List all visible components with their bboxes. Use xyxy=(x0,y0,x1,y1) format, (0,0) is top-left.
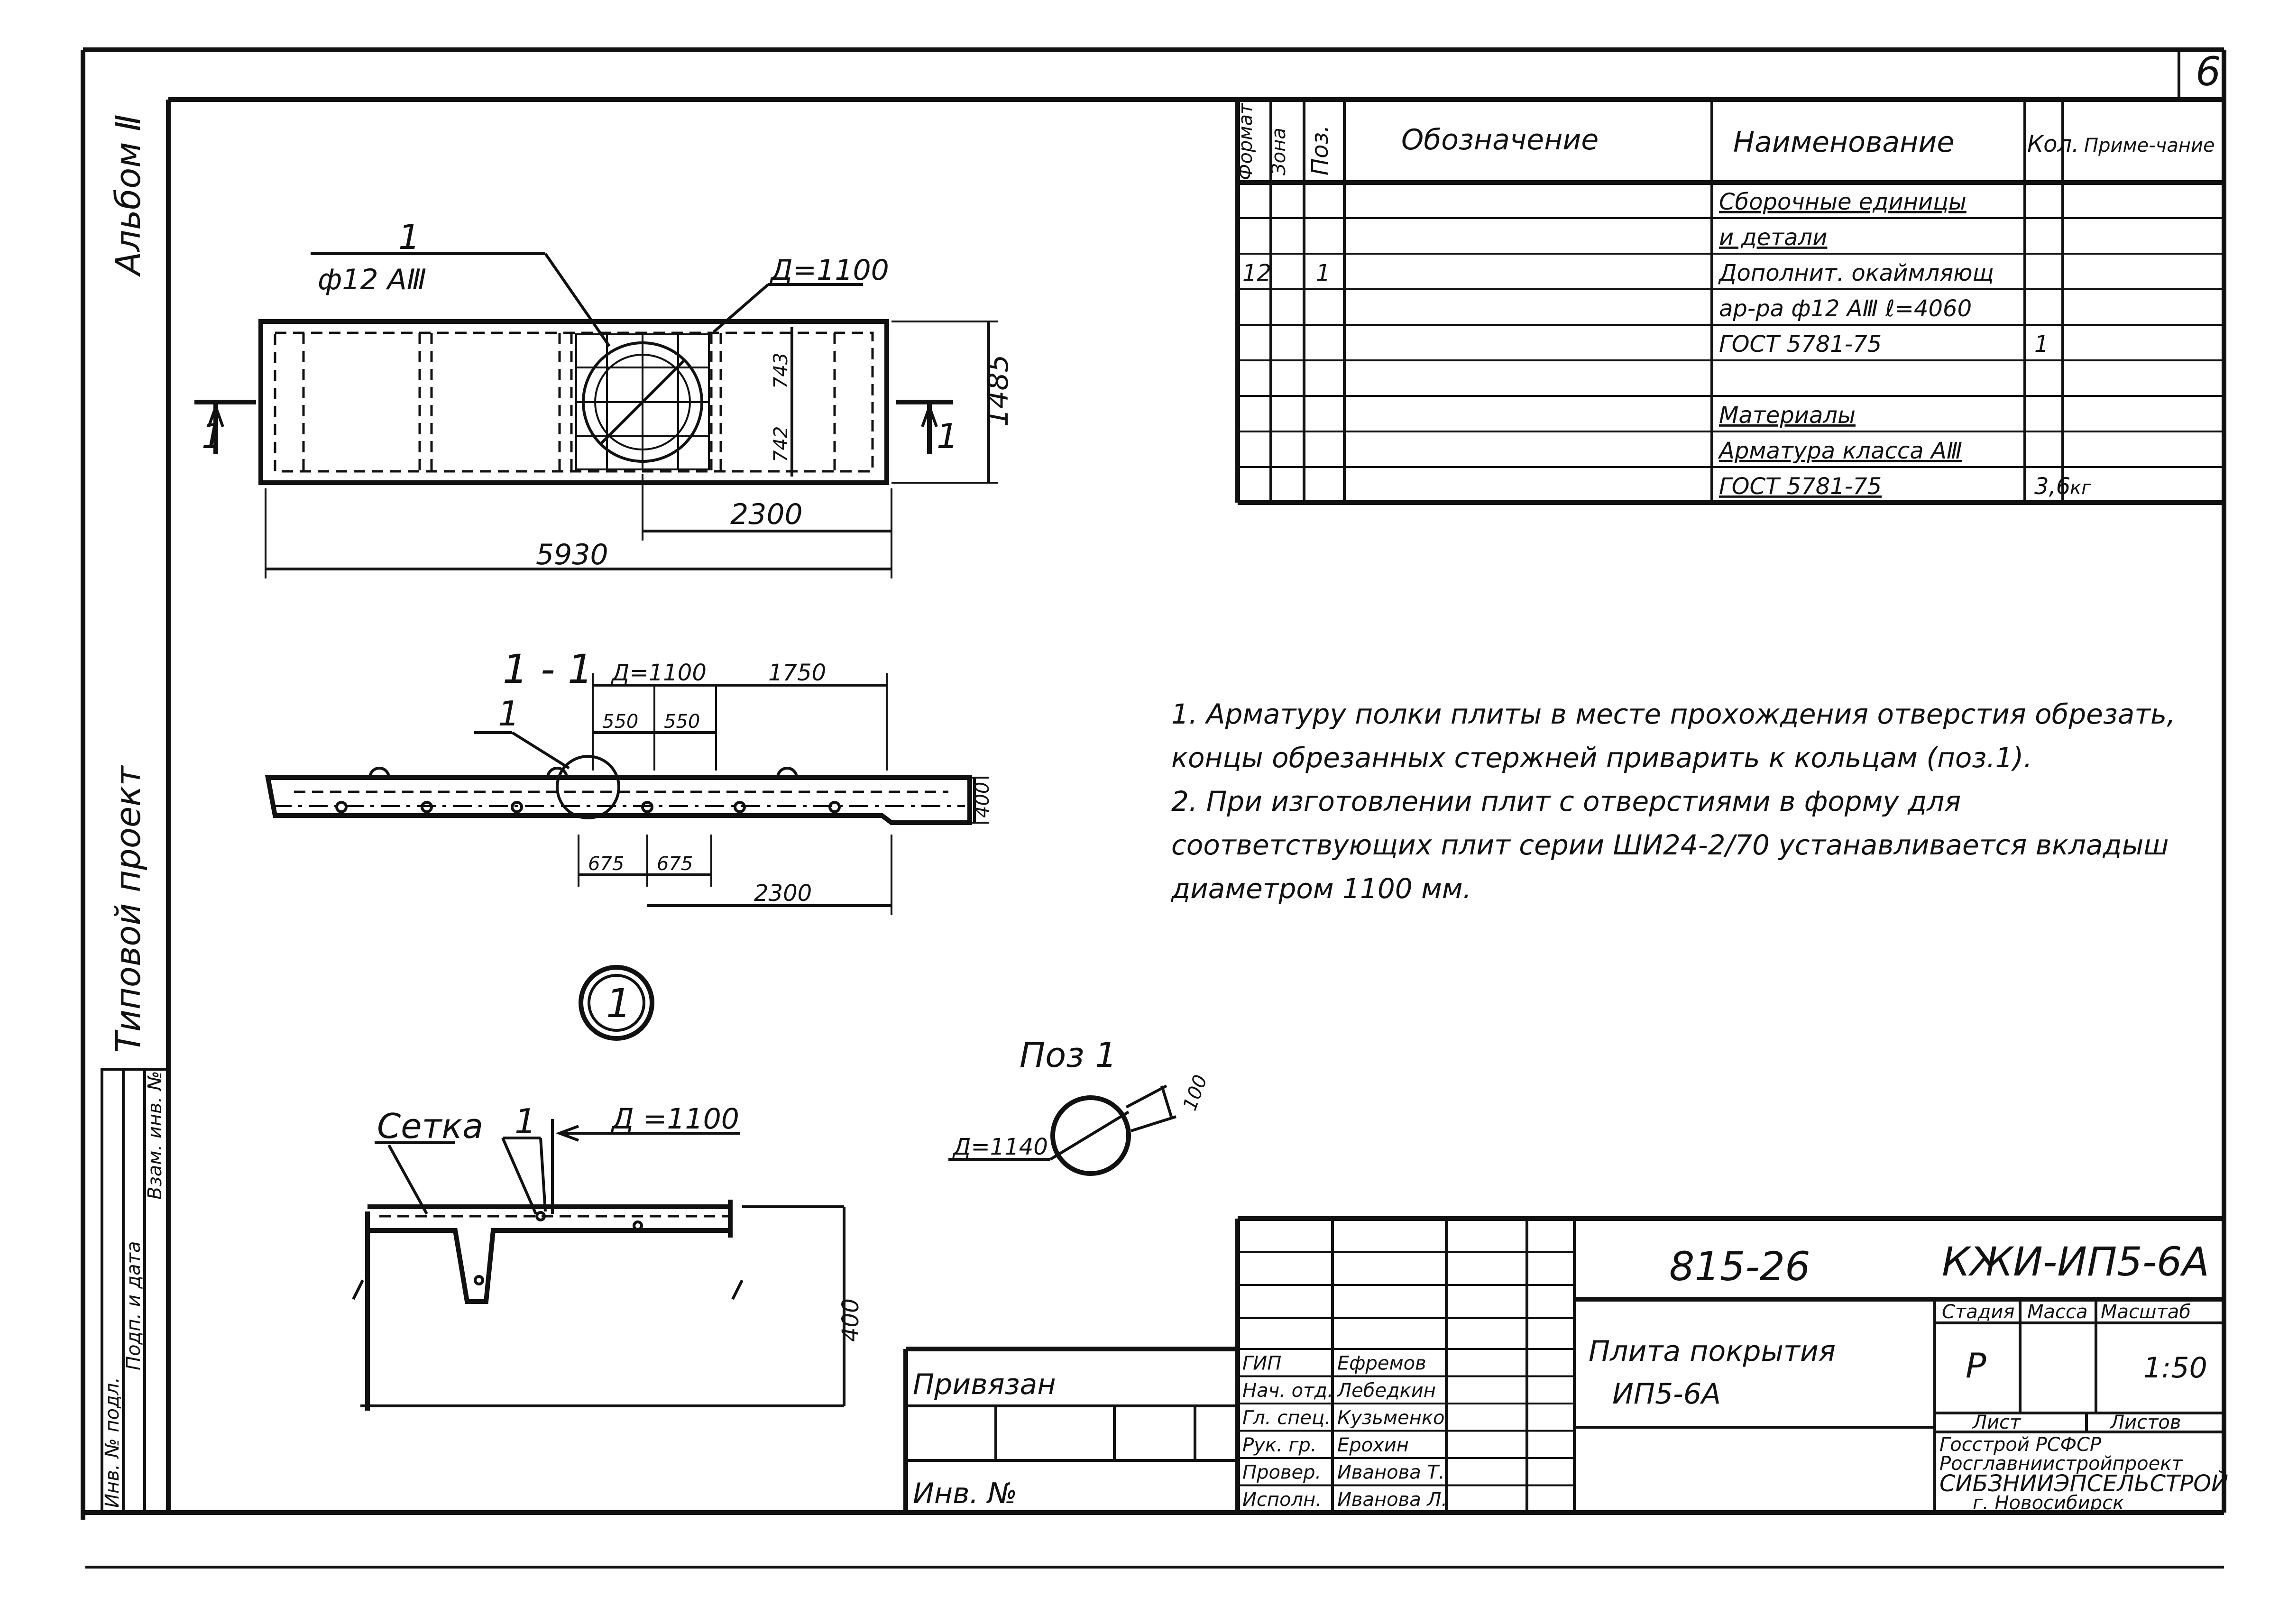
section-dim-right: 1750 xyxy=(768,660,826,686)
section-dim-hole: Д=1100 xyxy=(611,660,707,686)
node-detail xyxy=(352,1119,845,1411)
spec-cell-format: 12 xyxy=(1242,260,1271,286)
tb-org-line4: г. Новосибирск xyxy=(1973,1492,2124,1514)
sheet-number: 6 xyxy=(2196,48,2221,95)
dim-half-top: 743 xyxy=(770,353,792,389)
sign-name: Лебедкин xyxy=(1336,1380,1436,1402)
section-dim-b2: 675 xyxy=(657,853,693,875)
tb-sheet-header: Лист xyxy=(1972,1412,2022,1433)
note-2: 2. При изготовлении плит с отверстиями в… xyxy=(1171,785,2169,905)
margin-stamp: Инв. № подл. Подп. и дата Взам. инв. № xyxy=(101,1068,170,1514)
tb-code: КЖИ-ИП5-6А xyxy=(1942,1239,2209,1285)
note-1: 1. Арматуру полки плиты в месте прохожде… xyxy=(1171,698,2176,774)
spec-cell-name: ГОСТ 5781-75 xyxy=(1719,331,1882,358)
tb-name-line2: ИП5-6А xyxy=(1612,1377,1721,1411)
spec-cell-name: ар-ра ф12 АⅢ ℓ=4060 xyxy=(1719,295,1972,322)
section-title: 1 - 1 xyxy=(503,646,593,692)
section-pos-label: 1 xyxy=(498,694,520,734)
spec-table-text: Формат Зона Поз. Обозначение Наименовани… xyxy=(1235,102,2215,500)
dim-overall-length: 5930 xyxy=(536,538,608,571)
sign-role: ГИП xyxy=(1242,1353,1281,1375)
project-label: Типовой проект xyxy=(108,765,148,1053)
sign-name: Кузьменко xyxy=(1337,1407,1444,1429)
section-dim-l1: 550 xyxy=(602,711,638,733)
pos1-drawing xyxy=(948,1084,1176,1176)
spec-header-format: Формат xyxy=(1235,102,1257,180)
plan-view xyxy=(194,252,998,578)
spec-cell-name: Сборочные единицы xyxy=(1719,189,1967,215)
spec-cell-name: и детали xyxy=(1719,224,1827,251)
sign-role: Нач. отд. xyxy=(1242,1380,1333,1402)
sign-role: Провер. xyxy=(1242,1462,1321,1484)
tb-tied-label: Привязан xyxy=(913,1368,1056,1401)
tb-name-line1: Плита покрытия xyxy=(1589,1335,1836,1368)
tb-scale: 1:50 xyxy=(2143,1351,2207,1385)
album-label: Альбом Ⅱ xyxy=(108,114,148,277)
title-block xyxy=(903,1216,2224,1513)
margin-stamp-col-3: Взам. инв. № xyxy=(144,1071,166,1200)
sign-name: Иванова Т. xyxy=(1337,1462,1445,1484)
tb-org-line3: СИБЗНИИЭПСЕЛЬСТРОЙ xyxy=(1939,1470,2228,1497)
section-view xyxy=(265,673,989,915)
spec-header-pos: Поз. xyxy=(1307,125,1333,175)
spec-cell-qty: 1 xyxy=(2034,331,2049,358)
sign-name: Ерохин xyxy=(1337,1434,1409,1456)
dim-width: 1485 xyxy=(982,354,1015,427)
node-mark-label: 1 xyxy=(606,980,631,1027)
sign-name: Ефремов xyxy=(1337,1353,1426,1375)
node-mark xyxy=(579,965,654,1041)
spec-header-name: Наименование xyxy=(1733,126,1954,159)
spec-header-designation: Обозначение xyxy=(1401,123,1599,156)
section-mark-right: 1 xyxy=(937,416,958,456)
node-height: 400 xyxy=(837,1298,864,1342)
spec-cell-name: Дополнит. окаймляющ xyxy=(1718,260,1994,286)
tb-stage: Р xyxy=(1966,1346,1986,1385)
margin-stamp-col-2: Подп. и дата xyxy=(123,1241,145,1370)
spec-cell-name: Материалы xyxy=(1719,402,1856,429)
sign-role: Рук. гр. xyxy=(1242,1434,1317,1456)
spec-cell-note: кг xyxy=(2070,477,2092,499)
pos1-size: 100 xyxy=(1179,1072,1212,1113)
spec-header-qty: Кол. xyxy=(2027,131,2079,157)
pos1-diameter: Д=1140 xyxy=(952,1134,1048,1160)
section-dim-b1: 675 xyxy=(588,853,624,875)
tb-sheets-header: Листов xyxy=(2109,1412,2181,1433)
section-mark-left: 1 xyxy=(202,416,223,456)
sign-role: Гл. спец. xyxy=(1242,1407,1331,1429)
node-pos-label: 1 xyxy=(515,1101,536,1141)
sign-name: Иванова Л. xyxy=(1337,1489,1447,1511)
tb-org-line1: Госстрой РСФСР xyxy=(1939,1434,2102,1456)
tb-stage-header: Стадия xyxy=(1942,1301,2014,1323)
plan-rebar-label: ф12 АⅢ xyxy=(318,263,426,296)
plan-rebar-pos: 1 xyxy=(398,217,420,257)
spec-table xyxy=(1235,100,2226,505)
node-mesh-label: Сетка xyxy=(377,1106,483,1146)
section-dim-l2: 550 xyxy=(664,711,700,733)
tb-series: 815-26 xyxy=(1669,1243,1810,1290)
drawing-notes: 1. Арматуру полки плиты в месте прохожде… xyxy=(1171,692,2215,910)
margin-stamp-col-1: Инв. № подл. xyxy=(101,1377,123,1508)
tb-scale-header: Масштаб xyxy=(2101,1301,2191,1323)
section-dim-bottom: 2300 xyxy=(754,880,812,907)
spec-cell-pos: 1 xyxy=(1316,260,1331,286)
tb-org-line2: Росглавниистройпроект xyxy=(1939,1453,2183,1475)
node-hole-label: Д =1100 xyxy=(610,1102,739,1136)
spec-cell-qty: 3,6 xyxy=(2034,473,2070,500)
spec-header-zone: Зона xyxy=(1268,128,1290,175)
spec-cell-name: ГОСТ 5781-75 xyxy=(1719,473,1882,500)
tb-inv-label: Инв. № xyxy=(913,1477,1017,1510)
pos1-title: Поз 1 xyxy=(1020,1035,1117,1075)
sign-role: Исполн. xyxy=(1242,1489,1322,1511)
section-dim-height: 400 xyxy=(972,782,993,818)
spec-header-note: Приме-чание xyxy=(2084,135,2215,156)
dim-half-bottom: 742 xyxy=(770,426,792,462)
plan-hole-label: Д=1100 xyxy=(769,254,889,287)
tb-mass-header: Масса xyxy=(2027,1301,2088,1323)
dim-to-hole: 2300 xyxy=(730,498,803,531)
spec-cell-name: Арматура класса АⅢ xyxy=(1718,438,1962,464)
